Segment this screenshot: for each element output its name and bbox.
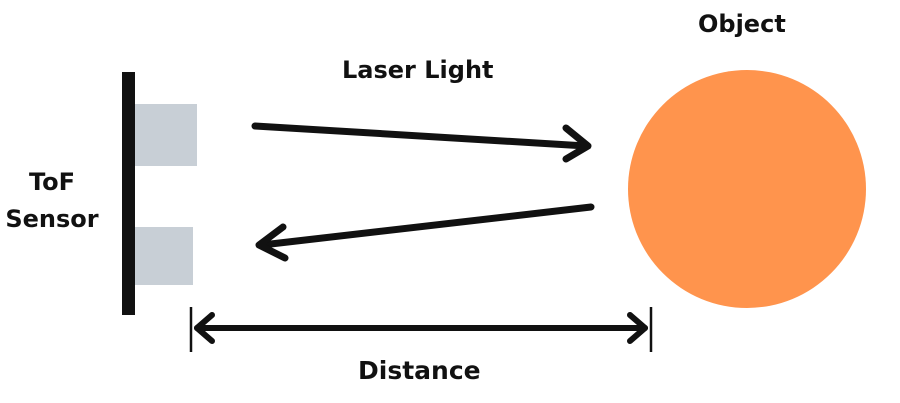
tof-sensor-label-line2: Sensor [5,205,99,234]
reflected-laser-arrow [255,203,595,262]
object-label: Object [698,10,786,38]
sensor-emitter-window [135,104,197,166]
laser-light-label: Laser Light [342,56,494,84]
sensor-backplate [122,72,135,315]
sensor-receiver-window [135,227,193,285]
distance-dimension [189,307,653,352]
tof-sensor-label-line1: ToF [28,168,76,196]
object-circle [628,70,866,308]
outgoing-laser-arrow [251,122,592,163]
tof-sensor-label: ToF Sensor [0,164,104,238]
distance-label: Distance [358,356,481,385]
